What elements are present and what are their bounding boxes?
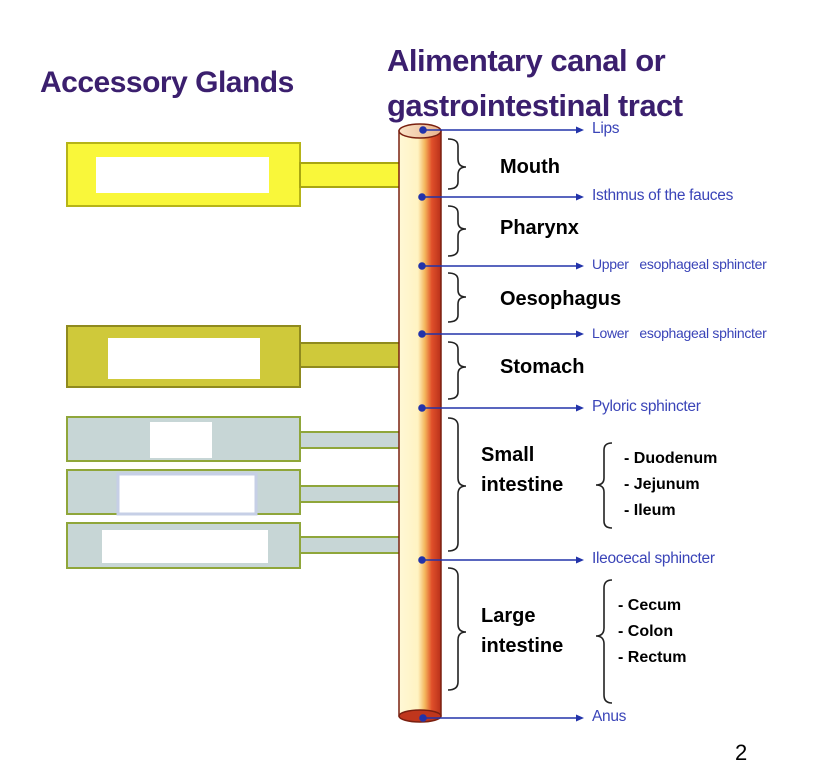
part-duodenum: - Duodenum	[624, 450, 718, 467]
small-intestine-line-2: intestine	[481, 474, 564, 496]
part-ileum: - Ileum	[624, 502, 676, 519]
segment-oesophagus: Oesophagus	[500, 288, 622, 310]
label-upper-sphincter: Upper esophageal sphincter	[592, 256, 767, 272]
gland-box-3	[66, 416, 429, 462]
title-line-1: Alimentary canal or	[387, 43, 666, 78]
part-colon: - Colon	[618, 623, 674, 640]
arrow-lower	[418, 330, 584, 338]
brace-small-intestine	[447, 417, 467, 552]
large-intestine-line-1: Large	[481, 605, 536, 627]
title-line-2: gastrointestinal tract	[387, 88, 683, 123]
small-intestine-line-1: Small	[481, 444, 535, 466]
arrow-isthmus	[418, 193, 584, 201]
brace-pharynx	[447, 205, 467, 257]
label-lower-sphincter: Lower esophageal sphincter	[592, 325, 767, 341]
alimentary-tube	[398, 123, 442, 723]
label-lips: Lips	[592, 120, 620, 137]
label-anus: Anus	[592, 708, 627, 725]
arrow-pyloric	[418, 404, 584, 412]
gland-box-2	[66, 325, 429, 388]
gland-box-4	[66, 469, 429, 516]
label-pyloric: Pyloric sphincter	[592, 398, 701, 415]
part-cecum: - Cecum	[618, 597, 682, 614]
arrow-anus	[419, 714, 584, 722]
accessory-glands-title: Accessory Glands	[40, 66, 294, 99]
arrow-ileocecal	[418, 556, 584, 564]
brace-mouth	[447, 138, 467, 190]
large-intestine-line-2: intestine	[481, 635, 564, 657]
brace-small-parts	[595, 442, 613, 529]
segment-mouth: Mouth	[500, 156, 560, 178]
gland-box-5	[66, 522, 429, 569]
segment-pharynx: Pharynx	[500, 217, 579, 239]
small-intestine-parts: - Duodenum - Jejunum - Ileum	[624, 446, 717, 524]
arrow-upper	[418, 262, 584, 270]
brace-large-intestine	[447, 567, 467, 691]
segment-small-intestine: Small intestine	[481, 440, 563, 500]
brace-large-parts	[595, 579, 613, 704]
segment-stomach: Stomach	[500, 356, 585, 378]
page-number: 2	[735, 740, 748, 765]
gland-box-1	[66, 142, 429, 207]
sphincter-arrows	[418, 126, 584, 722]
segment-large-intestine: Large intestine	[481, 601, 563, 661]
segment-braces	[447, 138, 613, 704]
label-isthmus: Isthmus of the fauces	[592, 187, 734, 204]
large-intestine-parts: - Cecum - Colon - Rectum	[618, 593, 686, 671]
label-ileocecal: Ileocecal sphincter	[592, 550, 715, 567]
part-rectum: - Rectum	[618, 649, 687, 666]
part-jejunum: - Jejunum	[624, 476, 700, 493]
brace-stomach	[447, 341, 467, 400]
arrow-lips	[419, 126, 584, 134]
alimentary-canal-title: Alimentary canal or gastrointestinal tra…	[387, 38, 683, 128]
brace-oesophagus	[447, 272, 467, 323]
